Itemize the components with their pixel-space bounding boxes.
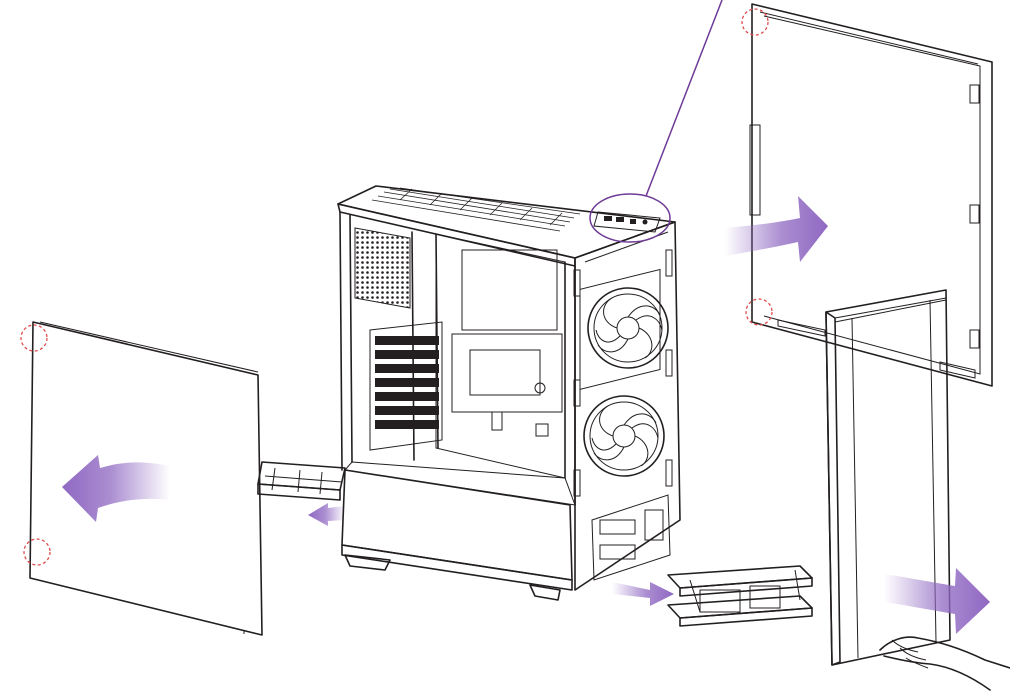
- case-chassis: [337, 185, 681, 601]
- left-side-panel: [29, 321, 263, 636]
- arrow-tray: [308, 503, 345, 526]
- arrow-front-bezel: [884, 568, 990, 634]
- hdd-cage: [667, 565, 813, 627]
- arrow-right-panel: [725, 196, 828, 262]
- hand-illustration: [879, 636, 1010, 691]
- screw-marker-right-top: [741, 8, 769, 36]
- top-io-ports: [593, 211, 661, 233]
- arrow-hdd-cage: [612, 582, 674, 606]
- right-side-panel: [749, 3, 993, 387]
- front-fan-1: [587, 287, 669, 369]
- io-callout: [589, 0, 723, 243]
- expansion-slots: [369, 321, 443, 451]
- front-fan-2: [583, 395, 665, 477]
- screw-marker-left-bottom: [23, 538, 51, 566]
- psu-shroud-tray: [257, 461, 346, 501]
- screw-marker-left-top: [20, 324, 48, 352]
- screw-marker-right-bottom: [745, 298, 773, 326]
- top-vent-slots: [371, 187, 581, 232]
- arrow-left-panel: [62, 455, 170, 522]
